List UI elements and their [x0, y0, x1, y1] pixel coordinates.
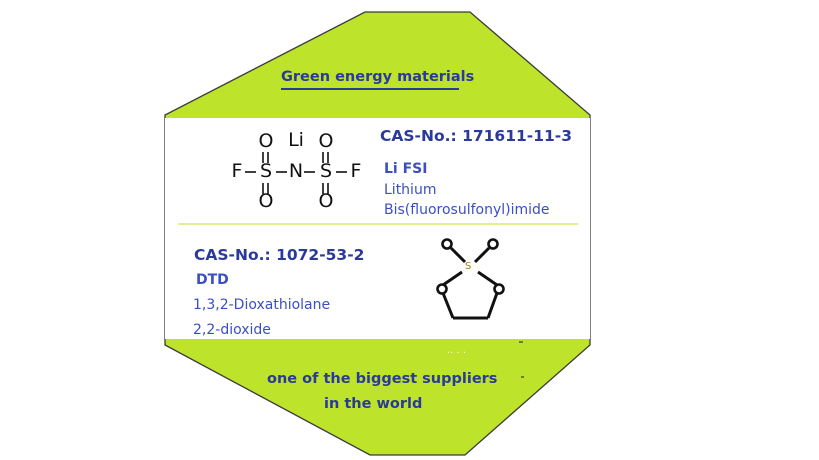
dtd-o-left: [436, 283, 448, 295]
compound1-name-line1: Lithium: [384, 182, 437, 198]
atom-s-right: S: [319, 160, 333, 182]
compound2-name-line1: 1,3,2-Dioxathiolane: [193, 297, 331, 313]
compound2-short-name: DTD: [196, 272, 229, 288]
lifsi-bonds: [245, 152, 347, 194]
compound1-name-line2: Bis(fluorosulfonyl)imide: [384, 202, 550, 218]
title-underline: [281, 88, 459, 90]
atom-o-top-right: O: [318, 130, 334, 152]
slogan-line2: in the world: [324, 396, 423, 412]
atom-f-right: F: [350, 160, 362, 182]
compound1-cas: CAS-No.: 171611-11-3: [380, 127, 573, 145]
compound2-name-line2: 2,2-dioxide: [193, 322, 271, 338]
decorative-dots: .. . .: [447, 345, 467, 356]
atom-o-bottom-left: O: [258, 190, 274, 212]
dtd-o-top-right: [487, 238, 499, 250]
dtd-atom-s: S: [465, 261, 472, 272]
atom-o-top-left: O: [258, 130, 274, 152]
atom-f-left: F: [231, 160, 243, 182]
slogan-line1: one of the biggest suppliers: [267, 371, 498, 387]
white-panel: [165, 118, 590, 339]
atom-n: N: [288, 160, 304, 182]
dtd-structure: [441, 246, 499, 320]
banner-title: Green energy materials: [281, 69, 475, 85]
dtd-o-right: [493, 283, 505, 295]
compound2-cas: CAS-No.: 1072-53-2: [194, 246, 365, 264]
dtd-o-top-left: [441, 238, 453, 250]
atom-o-bottom-right: O: [318, 190, 334, 212]
atom-s-left: S: [259, 160, 273, 182]
atom-li: Li: [288, 129, 304, 151]
compound1-short-name: Li FSI: [384, 161, 428, 177]
